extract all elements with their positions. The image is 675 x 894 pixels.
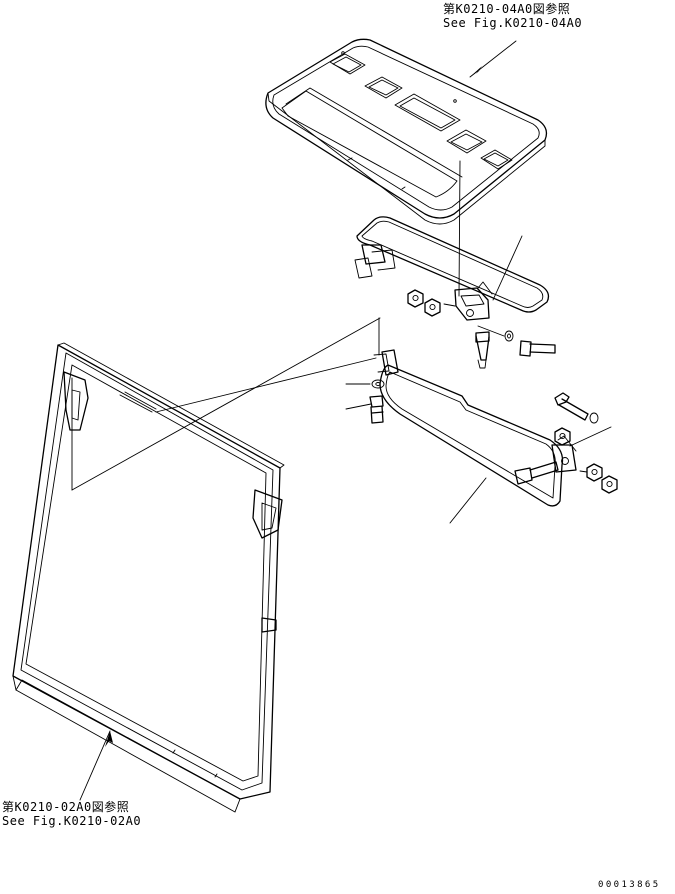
bottom-reference-en: See Fig.K0210-02A0 [2, 814, 142, 828]
upper-bolts [475, 325, 556, 369]
seal-leader [492, 235, 523, 301]
assembly-lines [71, 317, 381, 491]
upper-seal [354, 216, 550, 321]
upper-nuts [407, 289, 456, 317]
bottom-reference-label: 第K0210-02A0図参照 See Fig.K0210-02A0 [2, 800, 141, 828]
top-reference-label: 第K0210-04A0図参照 See Fig.K0210-04A0 [443, 2, 582, 30]
roof-panel [265, 38, 548, 225]
top-reference-en: See Fig.K0210-04A0 [443, 16, 583, 30]
bottom-reference-jp: 第K0210-02A0図参照 [2, 800, 130, 814]
roof-leader [469, 40, 517, 78]
right-hardware [514, 392, 618, 494]
drawing-code: 00013865 [598, 880, 661, 890]
window-frame [12, 342, 285, 813]
left-hardware [345, 317, 385, 424]
lower-seal-leader [449, 477, 487, 524]
top-reference-jp: 第K0210-04A0図参照 [443, 2, 571, 16]
lower-seal [373, 349, 577, 507]
frame-leader [79, 730, 113, 801]
hinge-axis-line [458, 160, 461, 297]
